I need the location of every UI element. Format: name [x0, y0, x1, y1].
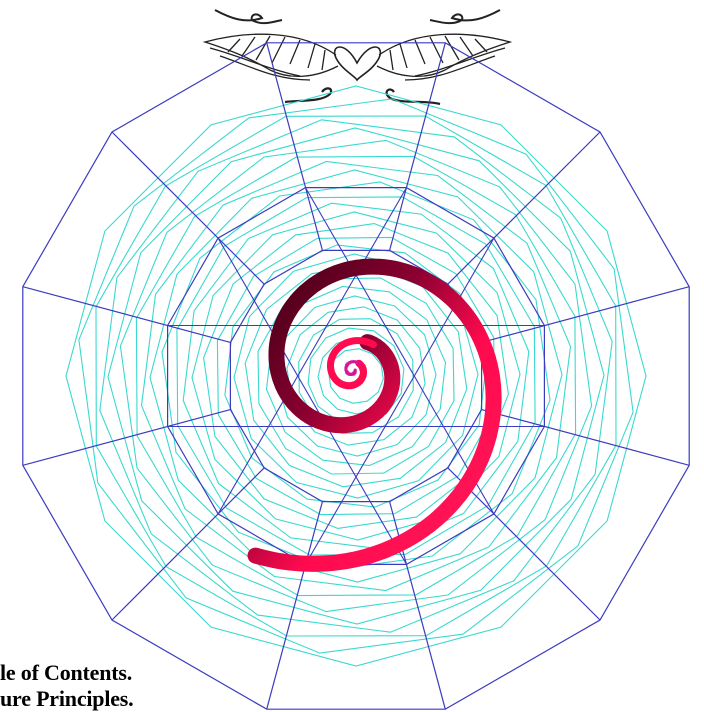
rosette-polygon	[276, 296, 436, 456]
frame-spoke	[23, 287, 231, 343]
frame-spoke	[267, 502, 323, 710]
frame-spoke	[112, 468, 264, 620]
frame-spoke	[448, 132, 600, 284]
winged-heart-icon	[205, 10, 510, 104]
table-of-contents-link[interactable]: le of Contents.	[0, 660, 132, 686]
frame-spoke	[112, 132, 264, 284]
frame-chord	[306, 238, 494, 564]
frame-spoke	[482, 410, 690, 466]
dodecagon-frames	[23, 43, 689, 709]
principles-link[interactable]: ure Principles.	[0, 686, 133, 712]
spiral-inner-band	[346, 362, 360, 375]
